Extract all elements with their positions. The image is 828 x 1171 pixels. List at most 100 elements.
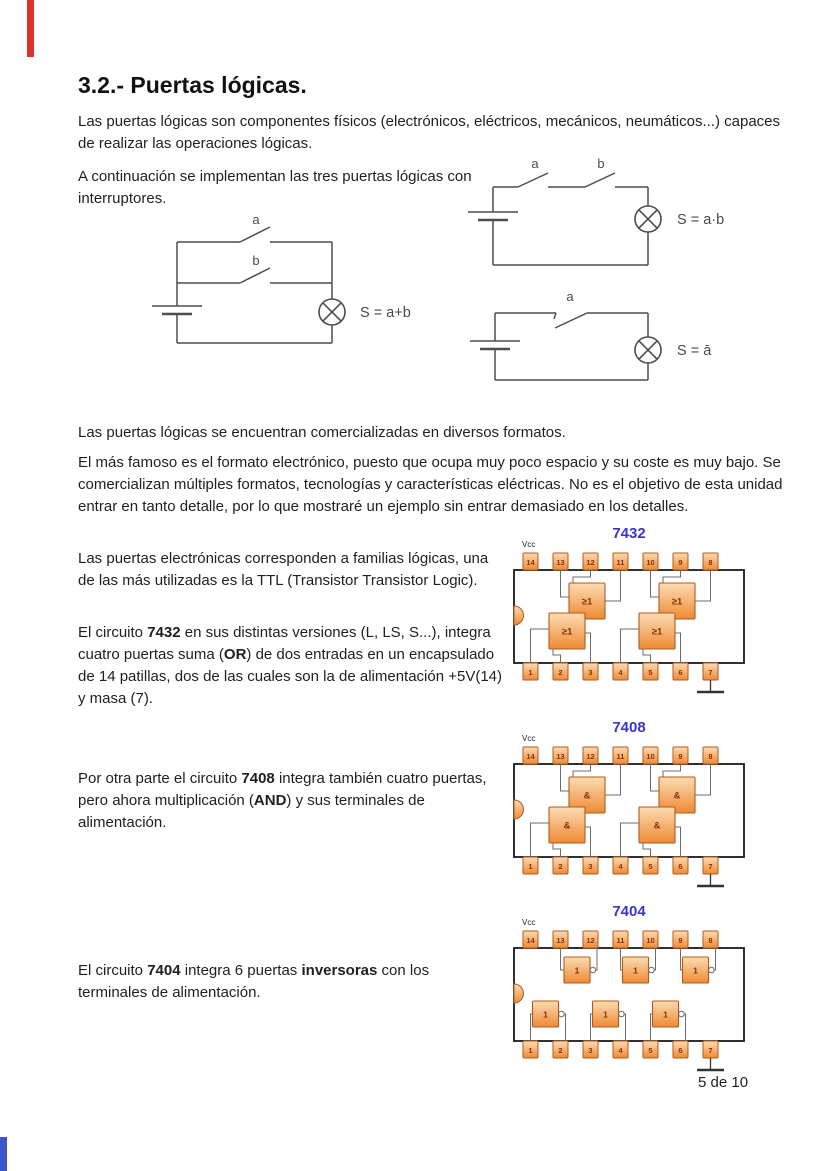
wire <box>585 632 591 663</box>
gate-box <box>638 612 676 650</box>
and-formula: S = a·b <box>677 212 724 228</box>
pin-number: 9 <box>678 936 682 945</box>
wire <box>620 628 639 663</box>
scan-artifact-red-bar <box>27 0 34 57</box>
wire <box>620 948 623 971</box>
switch-label-a: a <box>531 156 539 171</box>
pin-number: 4 <box>618 1046 623 1055</box>
gate-label: & <box>674 791 681 802</box>
wire <box>675 826 681 857</box>
pin-number: 2 <box>558 668 562 677</box>
pin-number: 8 <box>708 936 712 945</box>
text: A continuación se implementan las tres p… <box>78 168 472 207</box>
wire <box>650 570 659 598</box>
bold-text: AND <box>253 792 287 809</box>
chip-title: 7408 <box>612 719 645 736</box>
wire <box>530 1013 533 1041</box>
or-circuit-wires <box>152 226 346 344</box>
pin <box>552 930 569 949</box>
text: Las puertas lógicas se encuentran comerc… <box>78 424 566 441</box>
pin <box>582 930 599 949</box>
and-switch-circuit-diagram: a b S = a·b <box>468 156 724 266</box>
gate-box <box>548 806 586 844</box>
pin-number: 6 <box>678 862 682 871</box>
wire <box>530 822 549 857</box>
pin-number: 4 <box>618 862 623 871</box>
pin <box>522 552 539 571</box>
wire <box>605 570 621 602</box>
paragraph-ttl: Las puertas electrónicas corresponden a … <box>78 548 502 592</box>
pin <box>642 552 659 571</box>
switch-blade-a <box>554 312 588 329</box>
wire <box>530 628 549 663</box>
pin-number: 2 <box>558 1046 562 1055</box>
gate-box <box>658 776 696 814</box>
pin-number: 3 <box>588 1046 592 1055</box>
switch-blade-b <box>239 267 271 284</box>
pin-number: 6 <box>678 1046 682 1055</box>
pin-number: 8 <box>708 558 712 567</box>
text: El circuito <box>78 624 148 641</box>
text: ) y sus terminales de alimentación. <box>78 792 425 831</box>
pin <box>672 856 689 875</box>
paragraph-7408: Por otra parte el circuito 7408 integra … <box>78 768 514 834</box>
switch-label-a: a <box>566 289 574 304</box>
gate-box <box>568 776 606 814</box>
wire <box>642 649 651 663</box>
not-switch-circuit-diagram: a S = ā <box>470 289 712 381</box>
pin <box>552 662 569 681</box>
text: Las puertas lógicas son componentes físi… <box>78 113 780 152</box>
wire <box>620 822 639 857</box>
pin <box>522 662 539 681</box>
switch-label-b: b <box>252 253 259 268</box>
pin-number: 6 <box>678 668 682 677</box>
wire <box>662 570 681 583</box>
pin <box>642 746 659 765</box>
wire <box>695 764 711 796</box>
pin <box>582 856 599 875</box>
wire <box>624 1013 626 1041</box>
gate-label: 1 <box>633 966 638 976</box>
pin-number: 14 <box>526 558 535 567</box>
wire <box>650 1013 653 1041</box>
gate-label: 1 <box>575 966 580 976</box>
pin-number: 1 <box>528 1046 532 1055</box>
pin-number: 14 <box>526 936 535 945</box>
wire <box>662 764 681 777</box>
inverter-bubble-icon <box>678 1010 685 1018</box>
gate-label: ≥1 <box>562 627 573 638</box>
or-switch-circuit-diagram: a b S = a+b <box>152 212 411 344</box>
pin-number: 1 <box>528 668 532 677</box>
paragraph-formats: Las puertas lógicas se encuentran comerc… <box>78 422 785 444</box>
paragraph-electronic-format: El más famoso es el formato electrónico,… <box>78 452 788 518</box>
wire <box>552 843 561 857</box>
switch-blade-b <box>584 172 616 188</box>
pin-number: 10 <box>646 936 654 945</box>
inverter-bubble-icon <box>648 966 655 974</box>
switch-label-a: a <box>252 212 260 227</box>
wire <box>642 843 651 857</box>
wire <box>572 570 591 583</box>
gate-box <box>548 612 586 650</box>
pin-number: 10 <box>646 558 654 567</box>
text: El más famoso es el formato electrónico,… <box>78 454 783 515</box>
text: con los terminales de alimentación. <box>78 962 430 1001</box>
inverter-bubble-icon <box>589 966 597 974</box>
pin <box>642 662 659 681</box>
pin <box>672 552 689 571</box>
pin <box>582 552 599 571</box>
page-number: 5 de 10 <box>698 1074 749 1091</box>
pin <box>552 746 569 765</box>
pin-number: 12 <box>586 752 594 761</box>
pin <box>582 662 599 681</box>
pin-number: 12 <box>586 936 594 945</box>
pin <box>642 1040 659 1059</box>
wire <box>552 649 561 663</box>
gate-label: ≥1 <box>672 597 683 608</box>
wire <box>560 948 564 971</box>
paragraph-7404: El circuito 7404 integra 6 puertas inver… <box>78 960 502 1004</box>
pin <box>522 856 539 875</box>
wire <box>650 764 659 792</box>
vcc-label: Vcc <box>522 734 535 743</box>
pin <box>642 856 659 875</box>
